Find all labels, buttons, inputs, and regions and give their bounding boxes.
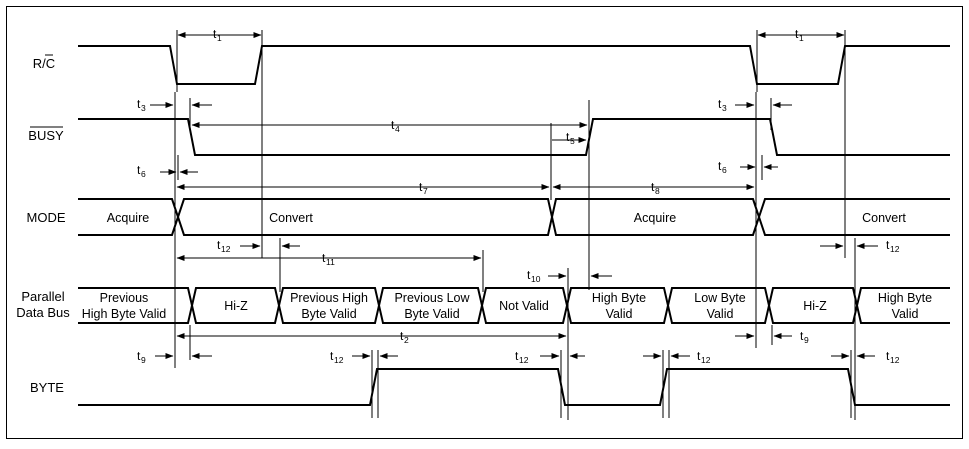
svg-text:3: 3 [722, 103, 727, 113]
svg-text:6: 6 [722, 165, 727, 175]
pdb-label-line1: Parallel [21, 289, 64, 304]
svg-text:t: t [718, 159, 722, 173]
svg-text:t: t [566, 130, 570, 144]
rc-label: R/C [33, 56, 55, 71]
mode-label: MODE [27, 210, 66, 225]
svg-text:t: t [886, 238, 890, 252]
bus-prev-lo-valid-line1: Previous Low [394, 291, 470, 305]
svg-text:12: 12 [334, 355, 344, 365]
svg-text:t: t [137, 163, 141, 177]
svg-text:9: 9 [804, 335, 809, 345]
svg-text:t: t [322, 251, 326, 265]
svg-text:2: 2 [404, 335, 409, 345]
svg-text:1: 1 [799, 33, 804, 43]
svg-text:12: 12 [701, 355, 711, 365]
svg-text:3: 3 [141, 103, 146, 113]
svg-text:5: 5 [570, 136, 575, 146]
svg-text:7: 7 [423, 186, 428, 196]
bus-prev-high-line2: High Byte Valid [82, 307, 167, 321]
timing-arrows [150, 32, 878, 359]
svg-text:t: t [137, 349, 141, 363]
svg-text:t: t [800, 329, 804, 343]
bus-high-byte-valid-line2: Valid [606, 307, 633, 321]
svg-text:1: 1 [217, 33, 222, 43]
mode-acquire-1: Acquire [107, 211, 149, 225]
svg-text:12: 12 [890, 355, 900, 365]
pdb-label-line2: Data Bus [16, 305, 70, 320]
busy-waveform [78, 118, 950, 156]
byte-label: BYTE [30, 380, 64, 395]
busy-label: BUSY [28, 128, 64, 143]
mode-convert-1: Convert [269, 211, 313, 225]
svg-text:t: t [718, 97, 722, 111]
svg-text:t: t [217, 238, 221, 252]
bus-low-byte-valid-line1: Low Byte [694, 291, 745, 305]
svg-text:t: t [795, 27, 799, 41]
diagram-frame [6, 6, 963, 439]
svg-text:6: 6 [141, 169, 146, 179]
svg-text:t: t [697, 349, 701, 363]
svg-text:8: 8 [655, 186, 660, 196]
bus-prev-high-line1: Previous [100, 291, 149, 305]
mode-convert-2: Convert [862, 211, 906, 225]
bus-prev-lo-valid-line2: Byte Valid [404, 307, 459, 321]
reference-lines [174, 30, 856, 420]
svg-text:t: t [886, 349, 890, 363]
svg-text:4: 4 [395, 124, 400, 134]
mode-bus [78, 198, 950, 236]
mode-acquire-2: Acquire [634, 211, 676, 225]
svg-text:t: t [137, 97, 141, 111]
bus-high-byte-valid-b-line2: Valid [892, 307, 919, 321]
bus-high-byte-valid-line1: High Byte [592, 291, 646, 305]
svg-text:9: 9 [141, 355, 146, 365]
rc-waveform [78, 45, 950, 85]
bus-prev-hi-valid-line1: Previous High [290, 291, 368, 305]
bus-not-valid: Not Valid [499, 299, 549, 313]
svg-text:10: 10 [531, 274, 541, 284]
svg-text:t: t [391, 118, 395, 132]
svg-text:t: t [400, 329, 404, 343]
svg-text:t: t [515, 349, 519, 363]
svg-text:12: 12 [519, 355, 529, 365]
svg-text:t: t [213, 27, 217, 41]
svg-text:t: t [330, 349, 334, 363]
byte-waveform [78, 368, 950, 406]
bus-prev-hi-valid-line2: Byte Valid [301, 307, 356, 321]
svg-text:12: 12 [890, 244, 900, 254]
bus-high-byte-valid-b-line1: High Byte [878, 291, 932, 305]
bus-hiz-1: Hi-Z [224, 299, 248, 313]
svg-text:11: 11 [326, 257, 335, 267]
parallel-data-bus [78, 287, 950, 324]
svg-text:t: t [419, 180, 423, 194]
bus-hiz-2: Hi-Z [803, 299, 827, 313]
bus-low-byte-valid-line2: Valid [707, 307, 734, 321]
svg-text:12: 12 [221, 244, 231, 254]
svg-text:t: t [527, 268, 531, 282]
svg-text:t: t [651, 180, 655, 194]
